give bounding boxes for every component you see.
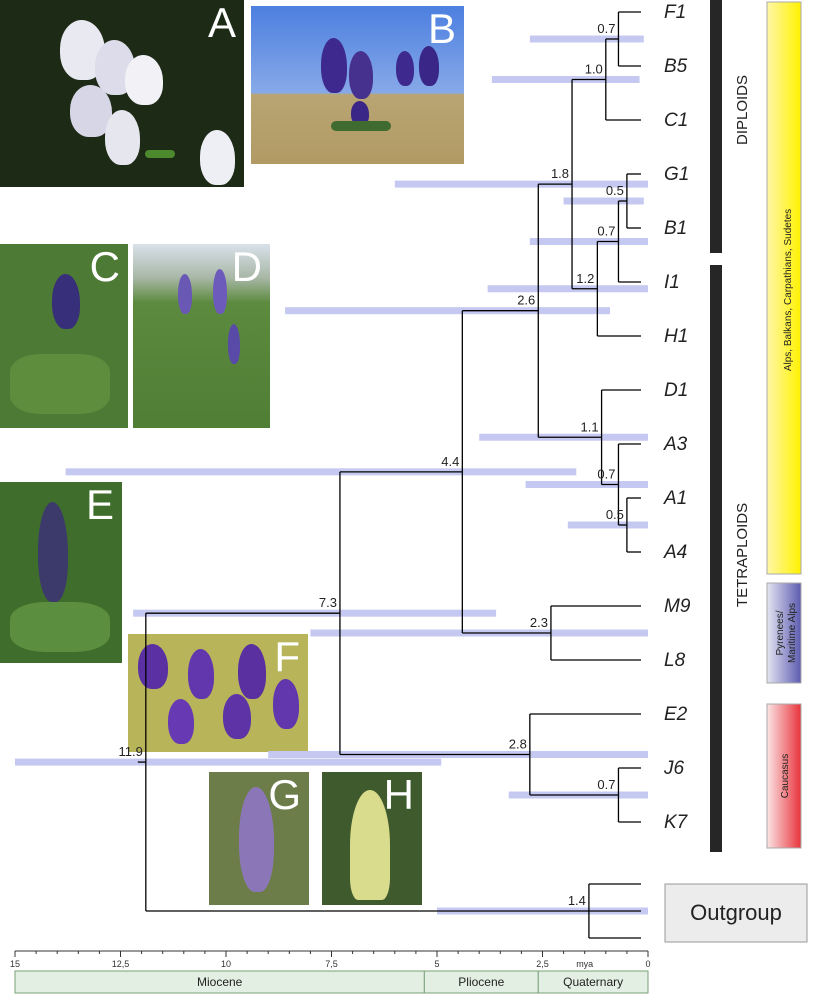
node-age-label: 1.1 bbox=[581, 419, 599, 434]
ci-bar bbox=[491, 76, 640, 83]
photo-e: E bbox=[0, 482, 122, 663]
taxon-label: K7 bbox=[664, 812, 689, 833]
ploidy-groups: DIPLOIDS TETRAPLOIDS bbox=[710, 0, 751, 852]
node-age-label: 0.7 bbox=[597, 467, 615, 482]
outgroup-label: Outgroup bbox=[690, 900, 782, 925]
node-age-label: 1.0 bbox=[585, 62, 603, 77]
photo-letter: B bbox=[427, 6, 456, 52]
diploids-bar bbox=[710, 0, 722, 253]
node-age-label: 0.5 bbox=[606, 507, 624, 522]
tetraploids-label: TETRAPLOIDS bbox=[734, 503, 751, 607]
taxon-label: E2 bbox=[664, 704, 688, 725]
epoch-label: Miocene bbox=[197, 975, 243, 989]
taxon-label: D1 bbox=[664, 380, 688, 401]
node-age-label: 1.4 bbox=[568, 893, 586, 908]
ci-bar bbox=[15, 758, 442, 766]
axis-tick-label: 15 bbox=[10, 959, 20, 969]
photo-letter: A bbox=[207, 0, 236, 46]
node-age-label: 0.5 bbox=[606, 183, 624, 198]
tetraploids-bar bbox=[710, 265, 722, 852]
ci-bar bbox=[65, 468, 577, 476]
region-pyrenees bbox=[766, 582, 802, 684]
ci-bar bbox=[285, 307, 611, 315]
node-age-label: 2.3 bbox=[530, 615, 548, 630]
axis-tick-label: 5 bbox=[434, 959, 439, 969]
photo-d: D bbox=[133, 244, 270, 428]
photo-letter: C bbox=[89, 244, 120, 290]
photo-h: H bbox=[322, 772, 422, 905]
node-age-label: 0.7 bbox=[597, 224, 615, 239]
ci-bar bbox=[525, 481, 648, 488]
photo-letter: H bbox=[383, 772, 414, 818]
taxon-label: A3 bbox=[663, 434, 688, 455]
ci-bar bbox=[487, 285, 648, 293]
node-age-label: 1.2 bbox=[576, 271, 594, 286]
ci-bar bbox=[563, 197, 644, 205]
branches bbox=[137, 11, 641, 939]
photo-f: F bbox=[128, 634, 308, 752]
photo-letter: G bbox=[268, 772, 301, 818]
region-caucasus-label: Caucasus bbox=[780, 754, 791, 798]
diploids-label: DIPLOIDS bbox=[734, 75, 751, 145]
node-age-label: 0.7 bbox=[597, 777, 615, 792]
node-age-label: 2.6 bbox=[517, 293, 535, 308]
taxon-label: H1 bbox=[664, 326, 688, 347]
axis-unit-label: mya bbox=[576, 959, 593, 969]
taxon-label: M9 bbox=[664, 596, 691, 617]
node-age-label: 2.8 bbox=[509, 737, 527, 752]
taxon-label: G1 bbox=[664, 164, 689, 185]
node-age-label: 0.7 bbox=[597, 21, 615, 36]
taxon-label: B5 bbox=[664, 56, 688, 77]
node-age-label: 7.3 bbox=[319, 595, 337, 610]
axis-tick-label: 12,5 bbox=[112, 959, 130, 969]
photo-letter: E bbox=[85, 482, 114, 528]
node-age-label: 11.9 bbox=[118, 744, 142, 759]
taxon-label: J6 bbox=[663, 758, 685, 779]
axis-tick-label: 10 bbox=[221, 959, 231, 969]
ci-bar bbox=[567, 521, 648, 529]
axis-tick-label: 7,5 bbox=[325, 959, 338, 969]
ci-bar bbox=[529, 238, 648, 245]
photo-letter: F bbox=[274, 634, 300, 680]
taxon-label: A4 bbox=[663, 542, 687, 563]
taxon-label: L8 bbox=[664, 650, 686, 671]
epoch-band bbox=[537, 970, 649, 994]
taxon-label: C1 bbox=[664, 110, 688, 131]
node-age-label: 4.4 bbox=[441, 454, 459, 469]
epoch-label: Pliocene bbox=[458, 975, 504, 989]
photo-c: C bbox=[0, 244, 128, 428]
taxon-label: B1 bbox=[664, 218, 687, 239]
region-pyrenees-label-2: Maritime Alps bbox=[787, 603, 798, 663]
axis-tick-label: 2,5 bbox=[536, 959, 549, 969]
region-caucasus bbox=[766, 703, 802, 849]
region-bars: Alps, Balkans, Carpathians, Sudetes Pyre… bbox=[766, 1, 802, 849]
ci-bar bbox=[529, 35, 644, 43]
axis-tick-label: 0 bbox=[645, 959, 650, 969]
taxon-label: I1 bbox=[664, 272, 680, 293]
ci-bar bbox=[394, 180, 648, 188]
epoch-label: Quaternary bbox=[563, 975, 623, 989]
photo-g: G bbox=[209, 772, 309, 905]
photo-b: B bbox=[251, 6, 464, 164]
region-alps-label: Alps, Balkans, Carpathians, Sudetes bbox=[783, 209, 794, 371]
taxon-label: F1 bbox=[664, 2, 686, 23]
outgroup-box: Outgroup bbox=[664, 883, 808, 943]
region-alps bbox=[766, 1, 802, 575]
taxon-label: A1 bbox=[663, 488, 687, 509]
node-labels: 0.7 1.0 0.5 0.7 1.2 1.8 0.5 0.7 1.1 2.6 2.3 4.4 0.7 2… bbox=[118, 21, 623, 908]
region-pyrenees-label-1: Pyrenees/ bbox=[775, 610, 786, 655]
photo-a: A bbox=[0, 0, 244, 187]
node-age-label: 1.8 bbox=[551, 166, 569, 181]
photo-letter: D bbox=[231, 244, 262, 290]
